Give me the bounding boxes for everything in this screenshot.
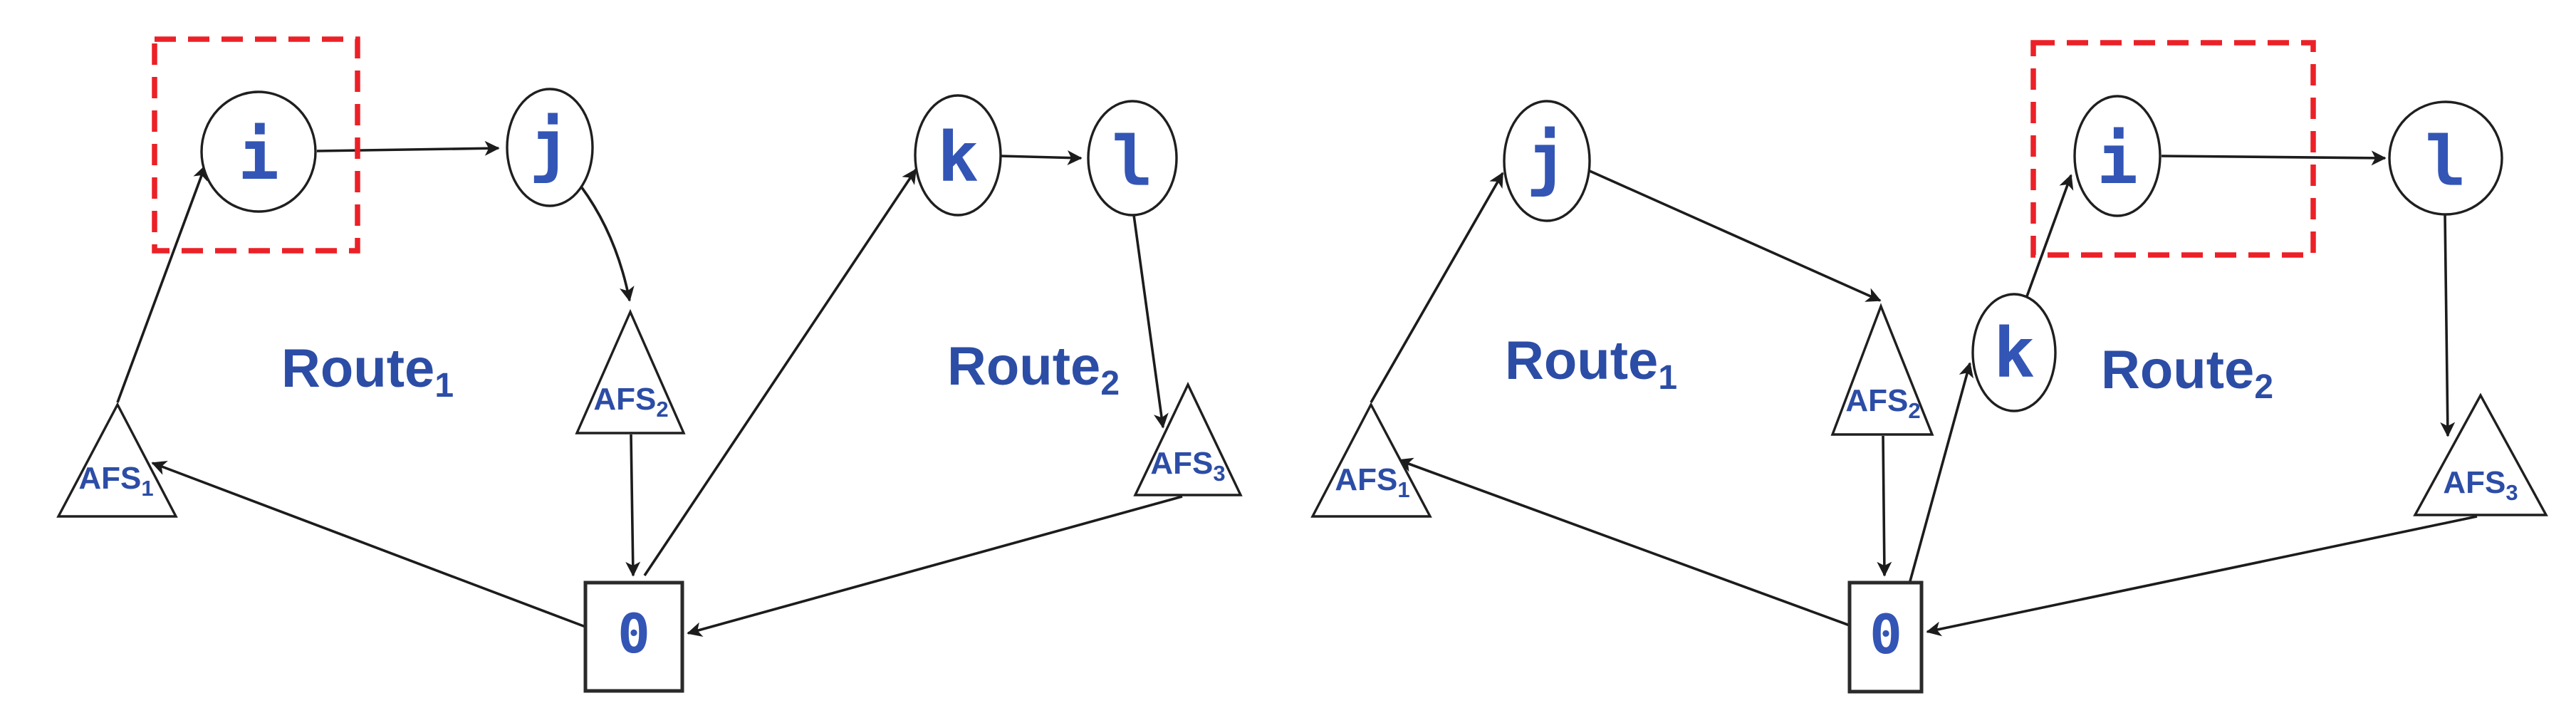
node-k-circle [1971, 293, 2057, 412]
node-i-circle [2073, 95, 2162, 217]
node-i-circle [200, 90, 317, 213]
route1-label-name: Route [1505, 330, 1658, 391]
afs3-label-name: AFS [1150, 446, 1213, 481]
edge-k-to-l [1000, 150, 1083, 165]
node-j-label: j [529, 105, 570, 185]
edge-afs3-to-depot [687, 495, 1183, 637]
edge-l-to-afs3 [1132, 214, 1169, 429]
afs3-triangle [1133, 382, 1243, 496]
edge-afs1-to-j [1370, 172, 1504, 403]
edge-i-to-j [316, 140, 500, 156]
route2-label: Route2 [2101, 340, 2273, 406]
afs3-label-name: AFS [2443, 465, 2505, 500]
afs3-label-sub: 3 [1213, 461, 1225, 486]
afs2-label: AFS2 [593, 382, 668, 422]
node-i-label: i [2097, 120, 2138, 199]
afs3-label: AFS3 [2443, 465, 2518, 505]
node-j-circle [506, 88, 594, 207]
node-l-circle [1087, 100, 1178, 217]
edge-j-to-afs2 [580, 185, 635, 302]
edge-depot-to-afs1 [1397, 457, 1850, 627]
afs2-label-name: AFS [593, 382, 656, 417]
afs3-triangle [2413, 392, 2548, 516]
edge-afs1-to-i [116, 165, 208, 403]
afs3-label: AFS3 [1150, 446, 1225, 486]
highlight-box-node-i [152, 36, 360, 254]
node-k-circle [914, 94, 1002, 217]
edge-depot-to-afs1 [151, 461, 586, 628]
afs1-label-sub: 1 [1397, 477, 1409, 502]
route2-label: Route2 [947, 336, 1120, 402]
afs3-label-sub: 3 [2505, 480, 2518, 505]
depot-square [1847, 581, 1924, 694]
edge-afs2-to-depot [1877, 435, 1892, 577]
edge-l-to-afs3 [2440, 214, 2456, 437]
afs2-triangle [1830, 303, 1934, 436]
edge-k-to-i [2025, 174, 2074, 297]
afs1-label-sub: 1 [141, 476, 153, 501]
route1-label-sub: 1 [434, 367, 454, 405]
route2-label-name: Route [2101, 340, 2254, 400]
afs2-label-name: AFS [1845, 383, 1908, 418]
route2-label-sub: 2 [2254, 368, 2273, 406]
afs1-label-name: AFS [78, 461, 141, 496]
edge-afs2-to-depot [625, 434, 641, 577]
afs2-triangle [575, 308, 686, 434]
node-l-label: l [2425, 122, 2466, 202]
route2-label-sub: 2 [1100, 365, 1120, 402]
node-i-label: i [238, 115, 279, 195]
edge-j-to-afs2 [1589, 170, 1882, 302]
node-l-label: l [1112, 122, 1153, 202]
left-panel: i j k l 0 AFS1 AFS2 AFS3 Route1 Route2 [56, 36, 1243, 693]
route1-label-name: Route [281, 338, 434, 399]
afs1-triangle [56, 402, 178, 518]
afs1-triangle [1310, 402, 1432, 518]
route1-label: Route1 [1505, 330, 1677, 397]
node-j-circle [1503, 100, 1591, 222]
afs1-label-name: AFS [1335, 462, 1397, 497]
node-j-label: j [1526, 119, 1568, 199]
afs2-label-sub: 2 [656, 397, 668, 422]
node-k-label: k [1993, 313, 2035, 393]
route2-label-name: Route [947, 336, 1100, 397]
afs1-label: AFS1 [1335, 462, 1409, 502]
afs2-label-sub: 2 [1908, 398, 1920, 423]
route1-label: Route1 [281, 338, 454, 405]
right-panel: j k i l 0 AFS1 AFS2 AFS3 Route1 Route2 [1310, 40, 2548, 694]
highlight-box-node-i [2030, 40, 2316, 258]
edge-afs3-to-depot [1926, 515, 2478, 637]
edge-depot-to-k [1909, 362, 1974, 582]
node-k-label: k [937, 118, 979, 197]
edge-i-to-l [2161, 150, 2387, 166]
depot-label: 0 [617, 602, 650, 665]
afs1-label: AFS1 [78, 461, 153, 501]
edge-depot-to-k [643, 168, 917, 577]
depot-square [583, 581, 684, 693]
node-l-circle [2388, 100, 2503, 216]
route1-label-sub: 1 [1658, 359, 1677, 397]
depot-label: 0 [1870, 603, 1902, 666]
afs2-label: AFS2 [1845, 383, 1920, 423]
